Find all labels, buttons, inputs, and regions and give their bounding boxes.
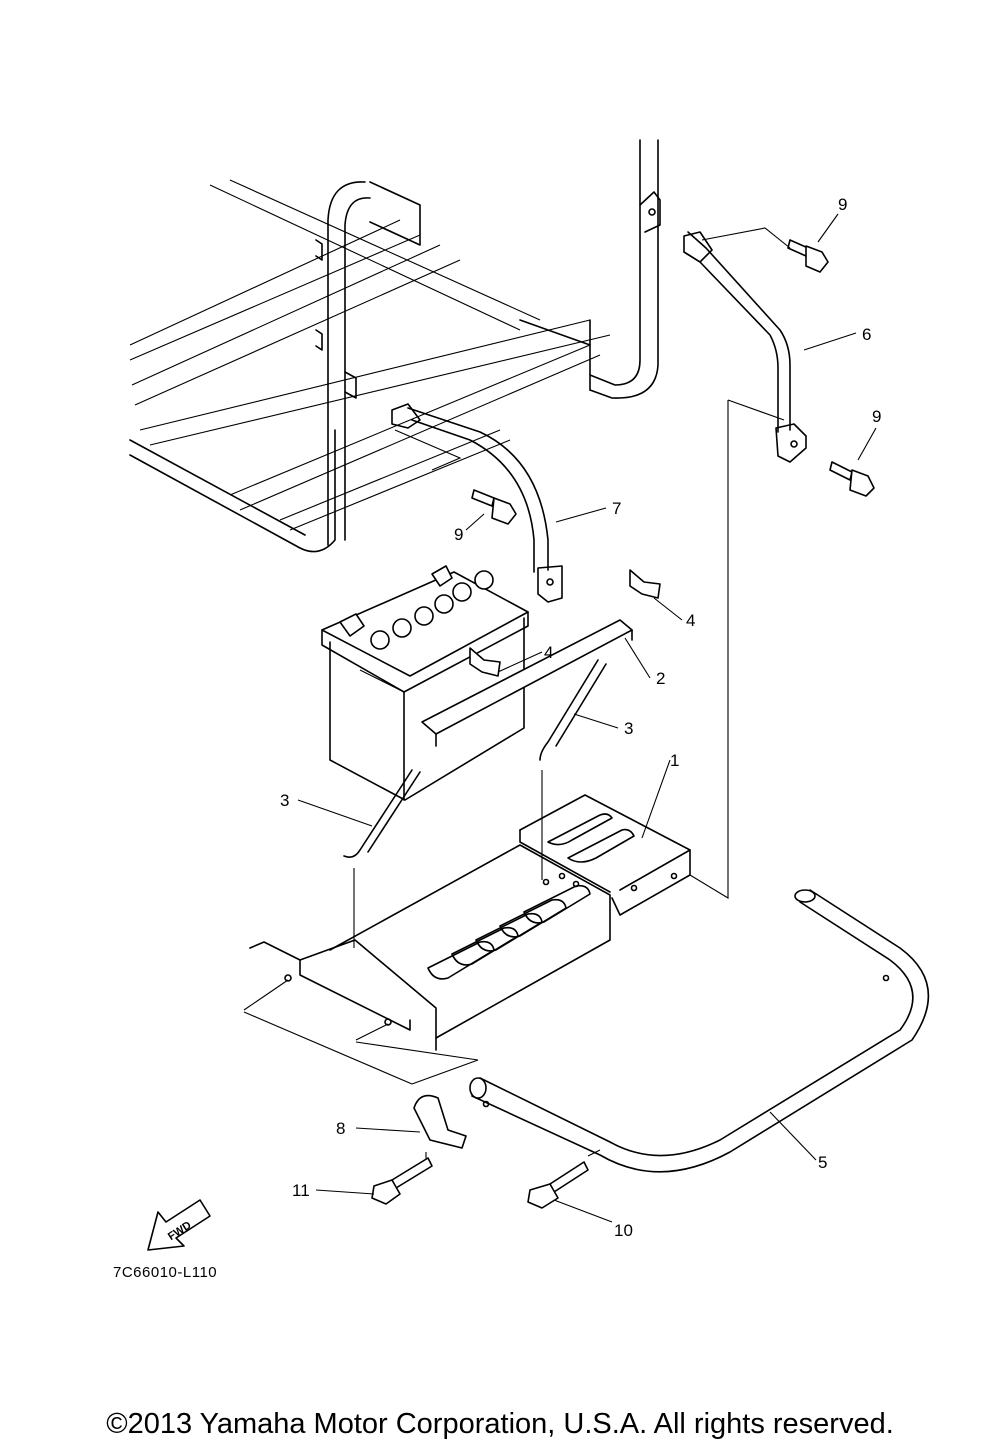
callout-3-right: 3	[624, 719, 633, 738]
drawing-code: 7C66010-L110	[113, 1264, 218, 1281]
rod-part-3-left	[343, 769, 421, 858]
callout-10: 10	[614, 1221, 633, 1240]
guide-lines	[243, 399, 785, 1160]
callouts: 1 2 3 3 4 4 5 6 7 8 9 9 9 10 11	[280, 195, 881, 1240]
copyright-text: ©2013 Yamaha Motor Corporation, U.S.A. A…	[106, 1408, 894, 1440]
bolt-part-11	[371, 1157, 433, 1205]
rack-frame	[129, 139, 661, 553]
leader-lines	[297, 213, 877, 1223]
bolt-part-9-upper	[787, 239, 829, 273]
rod-part-3-right	[539, 659, 607, 761]
callout-4-left: 4	[544, 643, 553, 662]
callout-9-right: 9	[872, 407, 881, 426]
battery-tray-part-1	[249, 794, 691, 1051]
stay-part-6	[683, 227, 807, 463]
clamp-part-8	[413, 1094, 467, 1149]
wing-nut-part-4-left	[469, 647, 501, 677]
stay-part-7	[391, 403, 563, 603]
callout-5: 5	[818, 1153, 827, 1172]
callout-1: 1	[670, 751, 679, 770]
callout-7: 7	[612, 499, 621, 518]
callout-2: 2	[656, 669, 665, 688]
callout-3-left: 3	[280, 791, 289, 810]
callout-11: 11	[292, 1181, 310, 1200]
callout-4-right: 4	[686, 611, 695, 630]
fwd-arrow-icon: FWD	[147, 1199, 211, 1251]
bolt-part-10	[527, 1161, 589, 1209]
bolt-part-9-left	[471, 489, 517, 525]
wing-nut-part-4-right	[629, 569, 661, 599]
callout-9-upper: 9	[838, 195, 847, 214]
callout-9-left: 9	[454, 525, 463, 544]
holder-part-2	[421, 619, 633, 747]
pipe-part-5	[469, 889, 930, 1173]
bolt-part-9-right	[829, 461, 875, 497]
callout-6: 6	[862, 325, 871, 344]
callout-8: 8	[336, 1119, 345, 1138]
